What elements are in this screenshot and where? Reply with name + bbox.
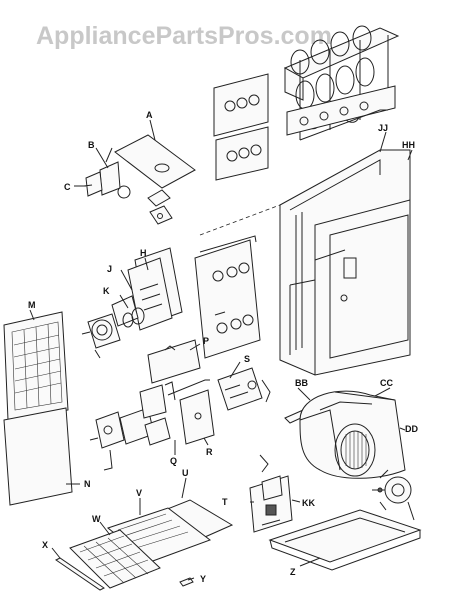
leader-lines bbox=[51, 131, 413, 581]
label-U: U bbox=[182, 468, 189, 478]
burner-panel[interactable] bbox=[194, 239, 261, 359]
burner-assembly[interactable] bbox=[111, 247, 183, 331]
label-Q: Q bbox=[170, 456, 177, 466]
watermark: AppliancePartsPros.com bbox=[36, 22, 332, 50]
label-J: J bbox=[107, 264, 112, 274]
base-pan[interactable] bbox=[268, 509, 422, 571]
filter-rod[interactable] bbox=[55, 557, 105, 591]
limit-switch-assembly[interactable] bbox=[217, 367, 271, 411]
label-JJ: JJ bbox=[378, 123, 388, 133]
label-CC: CC bbox=[380, 378, 393, 388]
label-Y: Y bbox=[200, 574, 206, 584]
label-HH: HH bbox=[402, 140, 415, 150]
label-C: C bbox=[64, 182, 71, 192]
blower-housing[interactable] bbox=[299, 390, 406, 479]
label-X: X bbox=[42, 540, 48, 550]
label-K: K bbox=[103, 286, 110, 296]
label-V: V bbox=[136, 488, 142, 498]
label-Z: Z bbox=[290, 567, 296, 577]
control-box[interactable] bbox=[249, 454, 293, 533]
part-labels: A B C H J K M N P Q R S T U V W X Y Z BB… bbox=[28, 110, 418, 584]
lower-door[interactable] bbox=[3, 407, 73, 506]
label-P: P bbox=[203, 336, 209, 346]
label-A: A bbox=[146, 110, 153, 120]
furnace-cabinet[interactable] bbox=[279, 149, 411, 376]
control-board[interactable] bbox=[147, 339, 201, 401]
label-H: H bbox=[140, 248, 147, 258]
label-DD: DD bbox=[405, 424, 418, 434]
label-S: S bbox=[244, 354, 250, 364]
label-BB: BB bbox=[295, 378, 308, 388]
blower-motor[interactable] bbox=[372, 469, 415, 521]
label-T: T bbox=[222, 497, 228, 507]
label-KK: KK bbox=[302, 498, 315, 508]
label-W: W bbox=[92, 514, 101, 524]
top-plate[interactable] bbox=[114, 134, 196, 189]
gasket-upper[interactable] bbox=[213, 73, 269, 137]
label-N: N bbox=[84, 479, 91, 489]
inducer-motor[interactable] bbox=[81, 313, 121, 359]
pressure-switch[interactable] bbox=[74, 147, 131, 199]
heat-exchanger[interactable] bbox=[283, 25, 400, 141]
label-M: M bbox=[28, 300, 36, 310]
gasket-lower[interactable] bbox=[215, 126, 269, 181]
air-filter[interactable] bbox=[69, 529, 161, 589]
mounting-bracket[interactable] bbox=[139, 379, 215, 445]
label-B: B bbox=[88, 140, 95, 150]
filter-clip[interactable] bbox=[179, 577, 194, 587]
label-R: R bbox=[206, 447, 213, 457]
upper-door[interactable] bbox=[3, 309, 69, 421]
gas-valve[interactable] bbox=[89, 407, 171, 471]
bracket-assembly[interactable] bbox=[147, 189, 173, 225]
